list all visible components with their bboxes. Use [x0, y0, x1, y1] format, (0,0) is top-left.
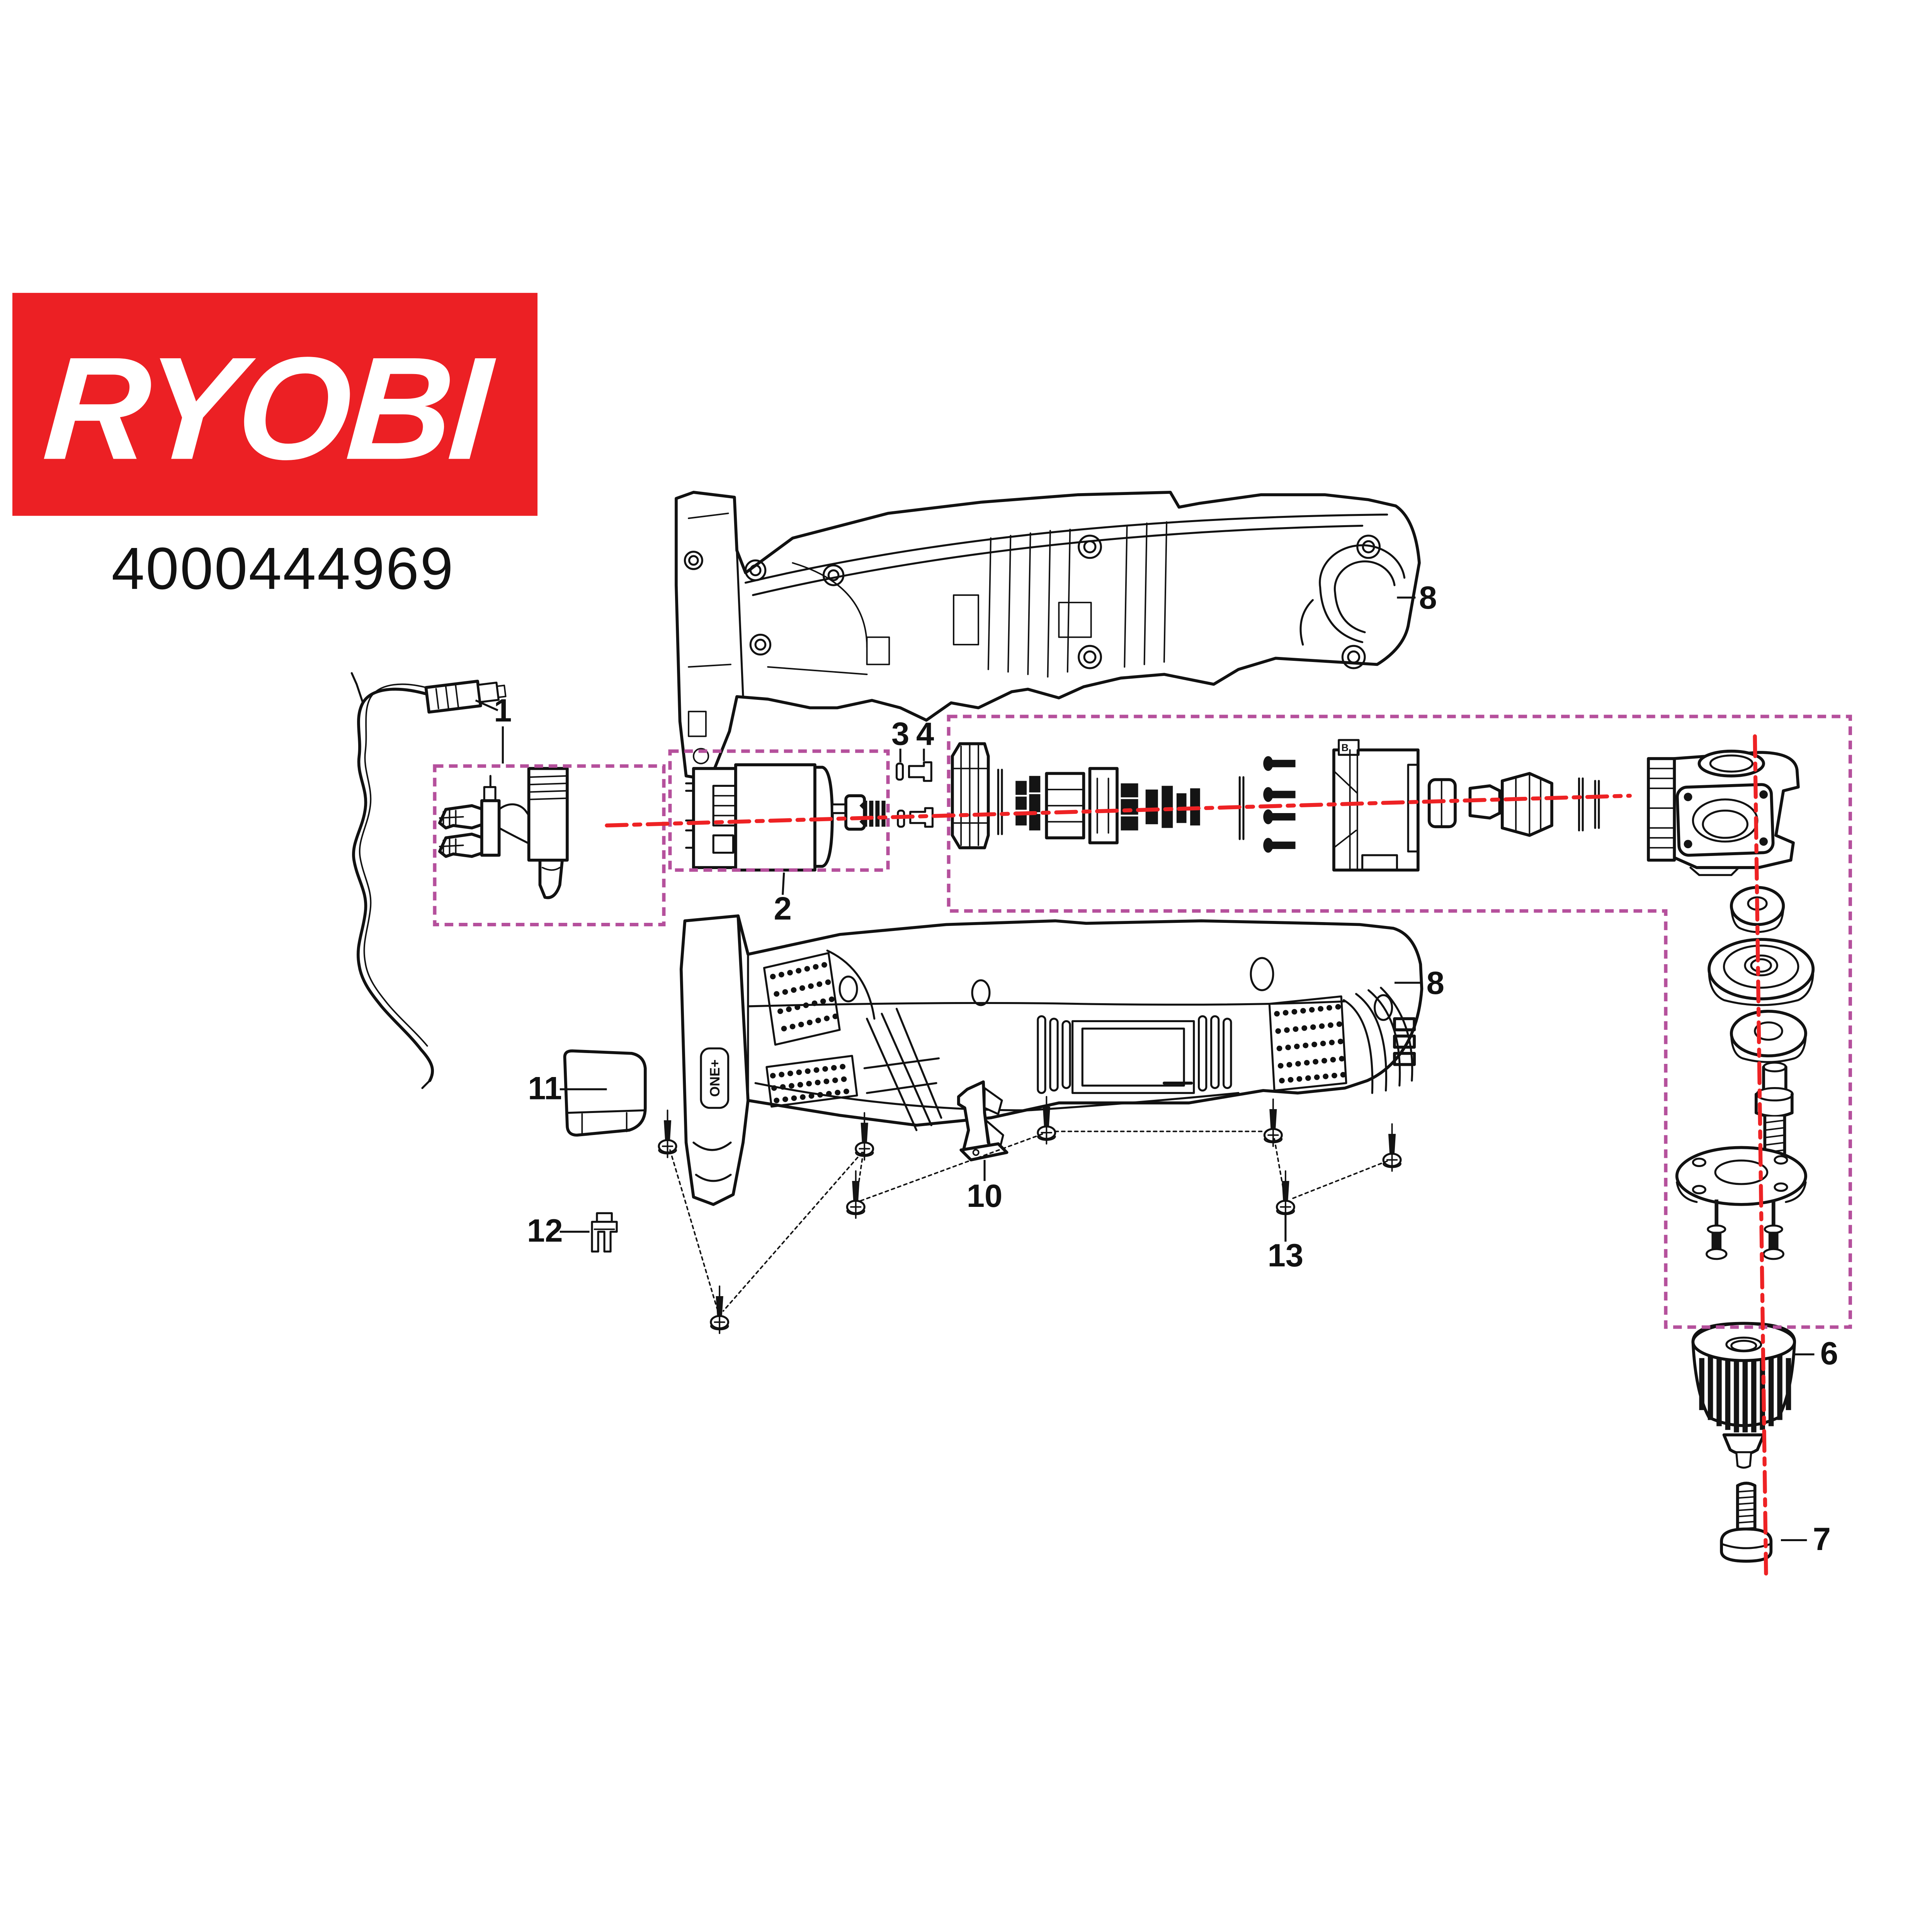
- callout-1-label: 1: [494, 693, 512, 728]
- callout-10: 10: [967, 1160, 1003, 1214]
- chuck-drawing: [1691, 1322, 1796, 1469]
- logo-background: [12, 293, 538, 516]
- callout-7-label: 7: [1813, 1521, 1831, 1557]
- motor-drawing: [685, 763, 886, 872]
- vertical-centerline: [1753, 734, 1768, 1576]
- taper-coupler: [1500, 772, 1553, 837]
- gearbox-screws: [1263, 756, 1296, 853]
- screw: [1276, 1170, 1295, 1219]
- spindle-stack-drawing: [1675, 886, 1815, 1260]
- group-boxes: [433, 715, 1852, 1329]
- rib-slots: [1037, 1015, 1232, 1094]
- wire-harness-drawing: [350, 672, 507, 1089]
- callout-8-top: 8: [1397, 580, 1437, 616]
- callout-4-label: 4: [916, 716, 934, 752]
- mode-window: [1071, 1020, 1195, 1094]
- angle-head-drawing: [1647, 749, 1800, 876]
- fork-terminals: [438, 804, 485, 858]
- switch-assembly-drawing: [438, 767, 569, 899]
- top-housing-gear-cavity: [1299, 544, 1406, 646]
- vent-patch-left-bottom: [765, 1055, 858, 1108]
- callout-6-label: 6: [1820, 1335, 1838, 1371]
- cover-cap-drawing: [563, 1049, 647, 1137]
- housing-screws: [658, 1096, 1402, 1334]
- screw: [658, 1109, 677, 1158]
- screw: [1382, 1123, 1402, 1172]
- centerlines: [605, 734, 1768, 1576]
- bearing-disc: [1708, 938, 1815, 1006]
- sun-gears: [1014, 776, 1041, 830]
- screw: [710, 1285, 730, 1334]
- top-housing-drawing: [675, 491, 1421, 780]
- chuck-screw-drawing: [1720, 1482, 1773, 1563]
- gearbox-block: B: [1332, 739, 1420, 872]
- drawing: B: [350, 491, 1815, 1563]
- callouts: 1 2 3 4 6 7 8 8: [475, 580, 1838, 1557]
- brand-logo: RYOBI: [12, 293, 538, 516]
- callout-12: 12: [527, 1213, 590, 1249]
- horizontal-centerline: [605, 794, 1632, 828]
- belt-clip-drawing: [957, 1080, 1009, 1162]
- top-housing-ribs: [767, 521, 1168, 678]
- carrier-plate: [1088, 767, 1119, 844]
- housing-badge-text: ONE+: [707, 1059, 723, 1097]
- mount-flange: [1675, 1146, 1807, 1206]
- group-box-gearbox: [947, 715, 1852, 1329]
- screw: [1263, 1098, 1283, 1147]
- connector: [424, 679, 507, 714]
- grip-details: [826, 949, 942, 1132]
- washer-bottom: [1730, 1009, 1807, 1063]
- callout-10-label: 10: [967, 1178, 1003, 1214]
- group-box-switch: [433, 764, 666, 926]
- callout-12-label: 12: [527, 1213, 563, 1249]
- small-clip-drawing: [591, 1212, 618, 1253]
- callout-3-label: 3: [891, 716, 909, 752]
- callout-13: 13: [1268, 1212, 1304, 1273]
- callout-4: 4: [916, 716, 934, 761]
- motor-pinion: [859, 800, 886, 828]
- callout-6: 6: [1794, 1335, 1838, 1371]
- top-housing-strip-details: [688, 512, 731, 764]
- callout-2: 2: [774, 872, 792, 927]
- housing-bosses: [838, 957, 1393, 1021]
- shaft-coupler: [1468, 784, 1502, 820]
- vent-patch-left-top: [763, 952, 841, 1046]
- callout-8-bottom-label: 8: [1427, 965, 1444, 1001]
- callout-2-label: 2: [774, 891, 791, 927]
- gearbox-marking: B: [1342, 743, 1349, 754]
- callout-3: 3: [891, 716, 909, 762]
- logo-wordmark: RYOBI: [39, 327, 498, 490]
- bottom-housing-drawing: ONE+: [679, 914, 1423, 1206]
- callout-11: 11: [528, 1070, 607, 1106]
- flange-screws: [1706, 1200, 1784, 1260]
- screw: [846, 1170, 866, 1219]
- angle-head-flange: [1675, 783, 1775, 857]
- callout-7: 7: [1781, 1521, 1831, 1557]
- nose-arcs: [1343, 987, 1416, 1094]
- group-box-motor: [668, 749, 890, 872]
- callout-8-bottom: 8: [1394, 965, 1444, 1001]
- vent-patch-right: [1268, 995, 1349, 1092]
- callout-1: 1: [475, 693, 512, 764]
- chuck-ribs: [1699, 1353, 1791, 1433]
- screw: [855, 1112, 874, 1161]
- callout-13-label: 13: [1268, 1237, 1304, 1273]
- part-number: 4000444969: [111, 535, 454, 602]
- callout-8-top-label: 8: [1419, 580, 1437, 616]
- trigger-switch-body: [527, 767, 569, 899]
- screw: [1037, 1096, 1056, 1145]
- callout-11-label: 11: [528, 1070, 562, 1106]
- switch-center-block: [480, 775, 501, 857]
- screw-leader-lines: [669, 1130, 1388, 1312]
- one-plus-badge: ONE+: [700, 1047, 730, 1109]
